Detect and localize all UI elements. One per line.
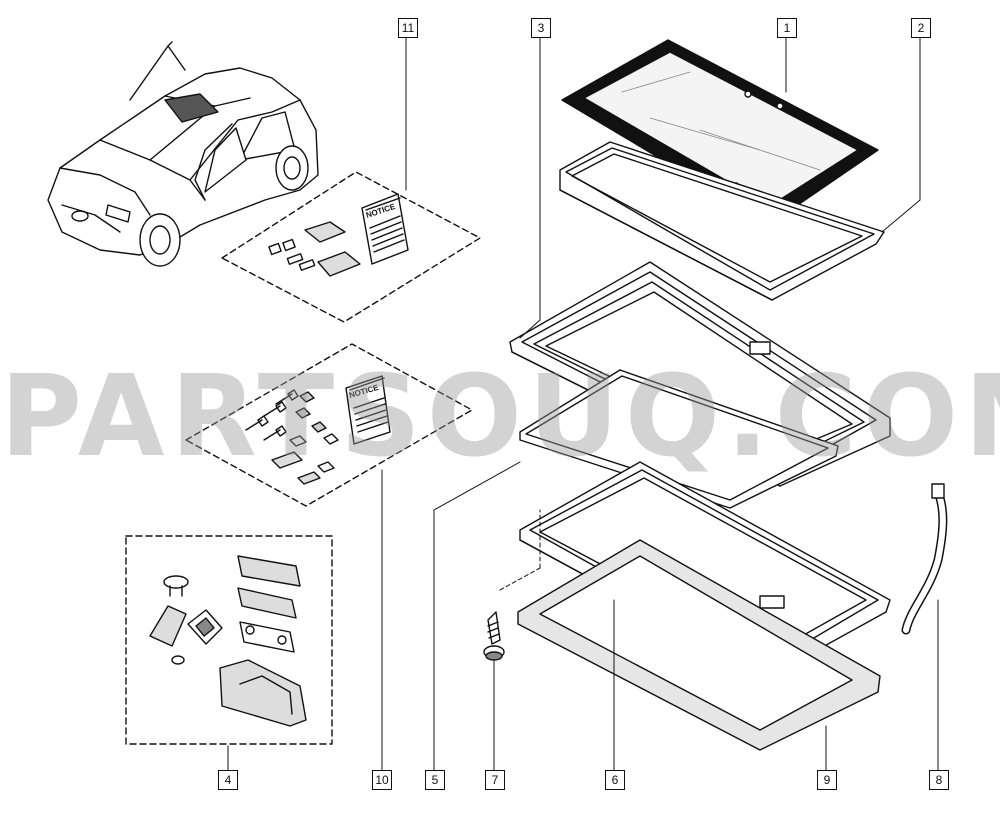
callout-6: 6 <box>605 770 625 790</box>
callout-1: 1 <box>777 18 797 38</box>
bolt-set <box>245 389 339 485</box>
callout-11: 11 <box>398 18 418 38</box>
kit-10-box <box>185 343 473 507</box>
callout-4: 4 <box>218 770 238 790</box>
callout-7: 7 <box>485 770 505 790</box>
kit-4-box <box>125 535 333 745</box>
notice-booklet-10: NOTICE <box>345 375 391 445</box>
part-2-seal-frame <box>559 141 885 301</box>
kit-11-box <box>221 171 481 323</box>
part-8-drain-tube <box>901 483 948 635</box>
part-9-foam-seal <box>517 539 881 751</box>
callout-9: 9 <box>817 770 837 790</box>
callout-10: 10 <box>372 770 392 790</box>
callout-3: 3 <box>531 18 551 38</box>
callout-5: 5 <box>425 770 445 790</box>
callout-2: 2 <box>911 18 931 38</box>
callout-8: 8 <box>929 770 949 790</box>
car-illustration <box>47 41 319 267</box>
notice-booklet-11: NOTICE <box>361 193 409 265</box>
leader-lines <box>227 37 939 771</box>
part-7-screw <box>483 611 505 661</box>
